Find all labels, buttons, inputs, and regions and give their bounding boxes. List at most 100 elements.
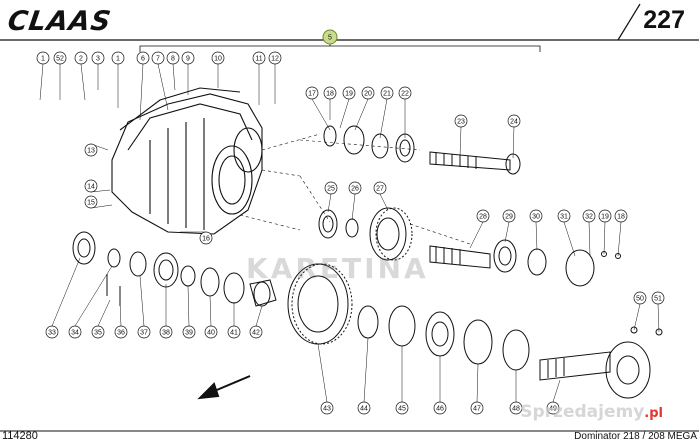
callout-leader [617, 221, 622, 257]
callout-leader [317, 343, 328, 403]
callout-circle [305, 86, 319, 100]
upper-shaft-group [323, 125, 521, 175]
callout-number: 31 [560, 214, 568, 221]
callout-leader [51, 257, 81, 327]
callout-circle [211, 51, 225, 65]
callout-leader [139, 63, 144, 121]
callout-leader [209, 295, 212, 327]
callout-leader [157, 63, 169, 111]
callout-circle [507, 114, 521, 128]
callout-leader [588, 221, 591, 256]
callout-circle [614, 209, 628, 223]
callout-number: 17 [308, 91, 316, 98]
callout-number: 22 [401, 91, 409, 98]
callout-leader [327, 193, 332, 213]
callout-leader [172, 63, 176, 91]
callout-number: 7 [156, 56, 160, 63]
callout-circle [357, 401, 371, 415]
site-watermark-name: Sprzedajemy [520, 402, 645, 422]
gearbox-housing [111, 87, 263, 235]
callout-circle [227, 325, 241, 339]
callout-circle [323, 86, 337, 100]
callout-number: 3 [96, 56, 100, 63]
callout-circle [45, 325, 59, 339]
callout-circle [320, 401, 334, 415]
callout-circle [395, 401, 409, 415]
callout-leader [379, 98, 388, 139]
callout-circle [36, 51, 50, 65]
callout-circle [373, 181, 387, 195]
callout-leader [603, 221, 606, 255]
direction-arrow [197, 375, 251, 400]
callout-number: 45 [398, 406, 406, 413]
callout-number: 40 [207, 330, 215, 337]
callout-circle [342, 86, 356, 100]
callout-leader [139, 275, 145, 327]
callout-circle [348, 181, 362, 195]
callout-number: 43 [323, 406, 331, 413]
callout-number: 42 [252, 330, 260, 337]
callout-circle [633, 291, 647, 305]
callout-number: 50 [636, 296, 644, 303]
callout-circle [398, 86, 412, 100]
callout-number: 16 [202, 236, 210, 243]
callout-leader [351, 193, 356, 221]
callout-leader [633, 303, 641, 331]
callout-circle [114, 325, 128, 339]
callout-leader [535, 221, 538, 251]
callout-circle [454, 114, 468, 128]
callout-leader [255, 305, 263, 327]
callout-number: 47 [473, 406, 481, 413]
callout-circle [529, 209, 543, 223]
watermark-text: KARETINA [246, 252, 429, 285]
page-number: 227 [643, 6, 685, 34]
callout-number: 6 [141, 56, 145, 63]
callout-leader [354, 98, 369, 131]
callout-leader [80, 63, 86, 101]
callout-leader [311, 98, 331, 131]
callout-circle [509, 401, 523, 415]
callout-number: 24 [510, 119, 518, 126]
group-marker-label: 5 [328, 35, 332, 42]
callout-number: 32 [585, 214, 593, 221]
callout-number: 23 [457, 119, 465, 126]
callout-number: 15 [87, 200, 95, 207]
callout-number: 18 [326, 91, 334, 98]
callout-circle [181, 51, 195, 65]
callout-circle [53, 51, 67, 65]
site-watermark-suffix: .pl [644, 406, 663, 421]
callout-number: 9 [186, 56, 190, 63]
callout-circle [136, 51, 150, 65]
callout-number: 11 [255, 56, 262, 63]
callout-number: 8 [171, 56, 175, 63]
callout-circle [476, 209, 490, 223]
callout-circle [166, 51, 180, 65]
callout-circle [380, 86, 394, 100]
callout-number: 30 [532, 214, 540, 221]
callout-circle [159, 325, 173, 339]
callout-circle [68, 325, 82, 339]
callout-circle [249, 325, 263, 339]
callout-circle [433, 401, 447, 415]
callout-leader [563, 221, 576, 257]
callout-number: 38 [162, 330, 170, 337]
callout-circle [651, 291, 665, 305]
callout-number: 28 [479, 214, 487, 221]
callout-leader [379, 193, 389, 211]
callout-number: 46 [436, 406, 444, 413]
callout-number: 13 [87, 148, 95, 155]
callout-leader [657, 303, 660, 333]
callout-number: 41 [230, 330, 238, 337]
callout-number: 20 [364, 91, 372, 98]
callout-circle [74, 51, 88, 65]
callout-number: 10 [214, 56, 222, 63]
callout-number: 19 [601, 214, 609, 221]
callout-circle [111, 51, 125, 65]
callout-circle [137, 325, 151, 339]
callout-number: 21 [383, 91, 391, 98]
callout-number: 2 [79, 56, 83, 63]
callout-number: 39 [185, 330, 193, 337]
callout-leader [459, 126, 462, 157]
